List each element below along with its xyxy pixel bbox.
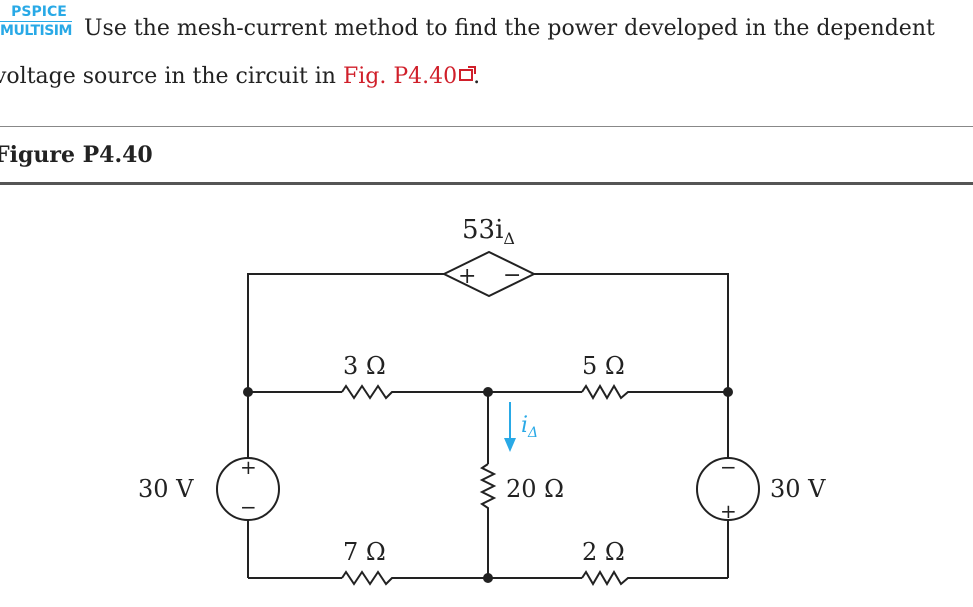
badge-pspice-label: PSPICE — [11, 4, 67, 20]
right-source-minus: − — [720, 455, 737, 479]
voltage-source-left-label: 30 V — [138, 475, 194, 503]
external-link-icon[interactable] — [459, 66, 477, 81]
voltage-source-right — [696, 457, 760, 521]
badge-divider — [0, 21, 72, 22]
voltage-source-left — [216, 457, 280, 521]
resistor-5-ohm — [581, 384, 632, 400]
current-label: iΔ — [521, 413, 538, 441]
figure-title: Figure P4.40 — [0, 142, 153, 168]
resistor-20-ohm-label: 20 Ω — [506, 475, 564, 503]
node-top-right — [723, 387, 733, 397]
right-source-plus: + — [720, 499, 737, 523]
resistor-7-ohm-label: 7 Ω — [343, 538, 386, 566]
divider-top — [0, 126, 973, 127]
resistor-7-ohm — [341, 570, 396, 586]
resistor-5-ohm-label: 5 Ω — [582, 352, 625, 380]
problem-text: voltage source in the circuit in — [0, 64, 343, 89]
dependent-source-label: 53iΔ — [462, 215, 515, 248]
node-top-left — [243, 387, 253, 397]
problem-statement-line2: voltage source in the circuit in Fig. P4… — [0, 62, 480, 92]
dependent-source-minus: − — [503, 263, 521, 288]
current-arrow-icon — [504, 402, 516, 452]
wire-top — [247, 273, 729, 392]
figure-link[interactable]: Fig. P4.40 — [342, 64, 458, 89]
problem-text-end: . — [473, 64, 481, 89]
badge-multisim-label: MULTISIM — [0, 23, 72, 39]
problem-statement-line1: Use the mesh-current method to find the … — [84, 16, 935, 41]
resistor-2-ohm-label: 2 Ω — [582, 538, 625, 566]
resistor-20-ohm — [479, 463, 497, 512]
node-top-middle — [483, 387, 493, 397]
left-source-minus: − — [240, 495, 257, 519]
divider-figure — [0, 182, 973, 185]
pspice-multisim-badge: PSPICE MULTISIM — [0, 4, 72, 39]
voltage-source-right-label: 30 V — [770, 475, 826, 503]
dependent-source-diamond — [441, 250, 537, 298]
node-bottom-middle — [483, 573, 493, 583]
resistor-3-ohm-label: 3 Ω — [343, 352, 386, 380]
left-source-plus: + — [240, 455, 257, 479]
dependent-source-plus: + — [458, 264, 476, 289]
resistor-2-ohm — [581, 570, 632, 586]
resistor-3-ohm — [341, 384, 396, 400]
